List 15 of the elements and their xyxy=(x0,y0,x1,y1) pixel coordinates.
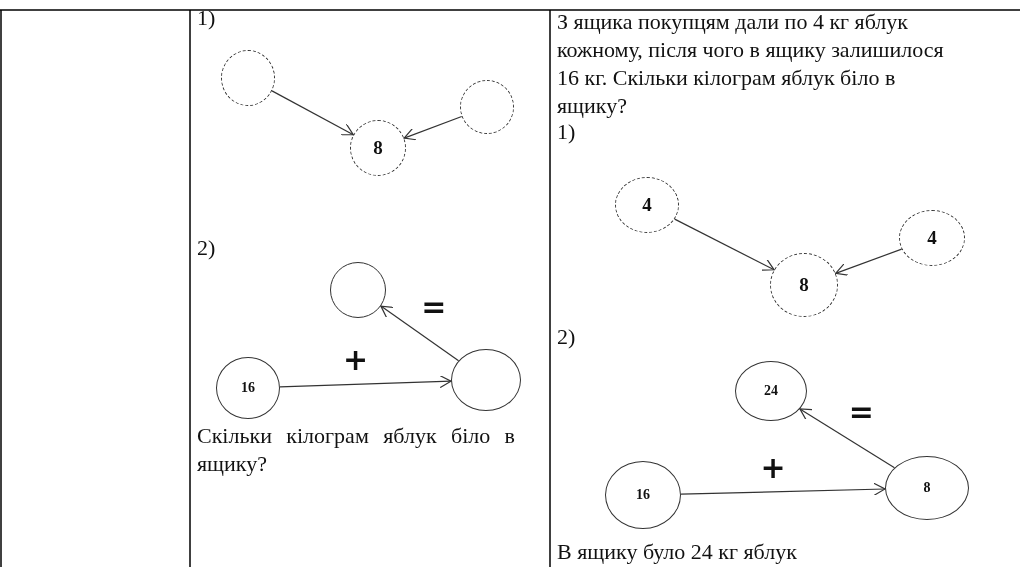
arrow xyxy=(403,115,463,141)
arrow xyxy=(674,218,775,271)
step-number: 2) xyxy=(197,234,217,262)
step-number: 1) xyxy=(197,4,217,32)
text-paragraph: В ящику було 24 кг яблук xyxy=(557,538,797,566)
text-paragraph: Скільки кілограм яблук біло в ящику? xyxy=(197,422,515,478)
arrow xyxy=(380,305,460,362)
arrow xyxy=(271,90,354,136)
arrow xyxy=(279,374,452,389)
arrow xyxy=(835,248,903,276)
step-number: 2) xyxy=(557,323,577,351)
step-number: 1) xyxy=(557,118,577,146)
text-paragraph: З ящика покупцям дали по 4 кг яблук кожному, після чого в ящику залишилося 16 кг. Скільки кілограм яблук біло в ящику? xyxy=(557,8,945,120)
arrow xyxy=(799,408,896,469)
arrow xyxy=(680,482,886,496)
